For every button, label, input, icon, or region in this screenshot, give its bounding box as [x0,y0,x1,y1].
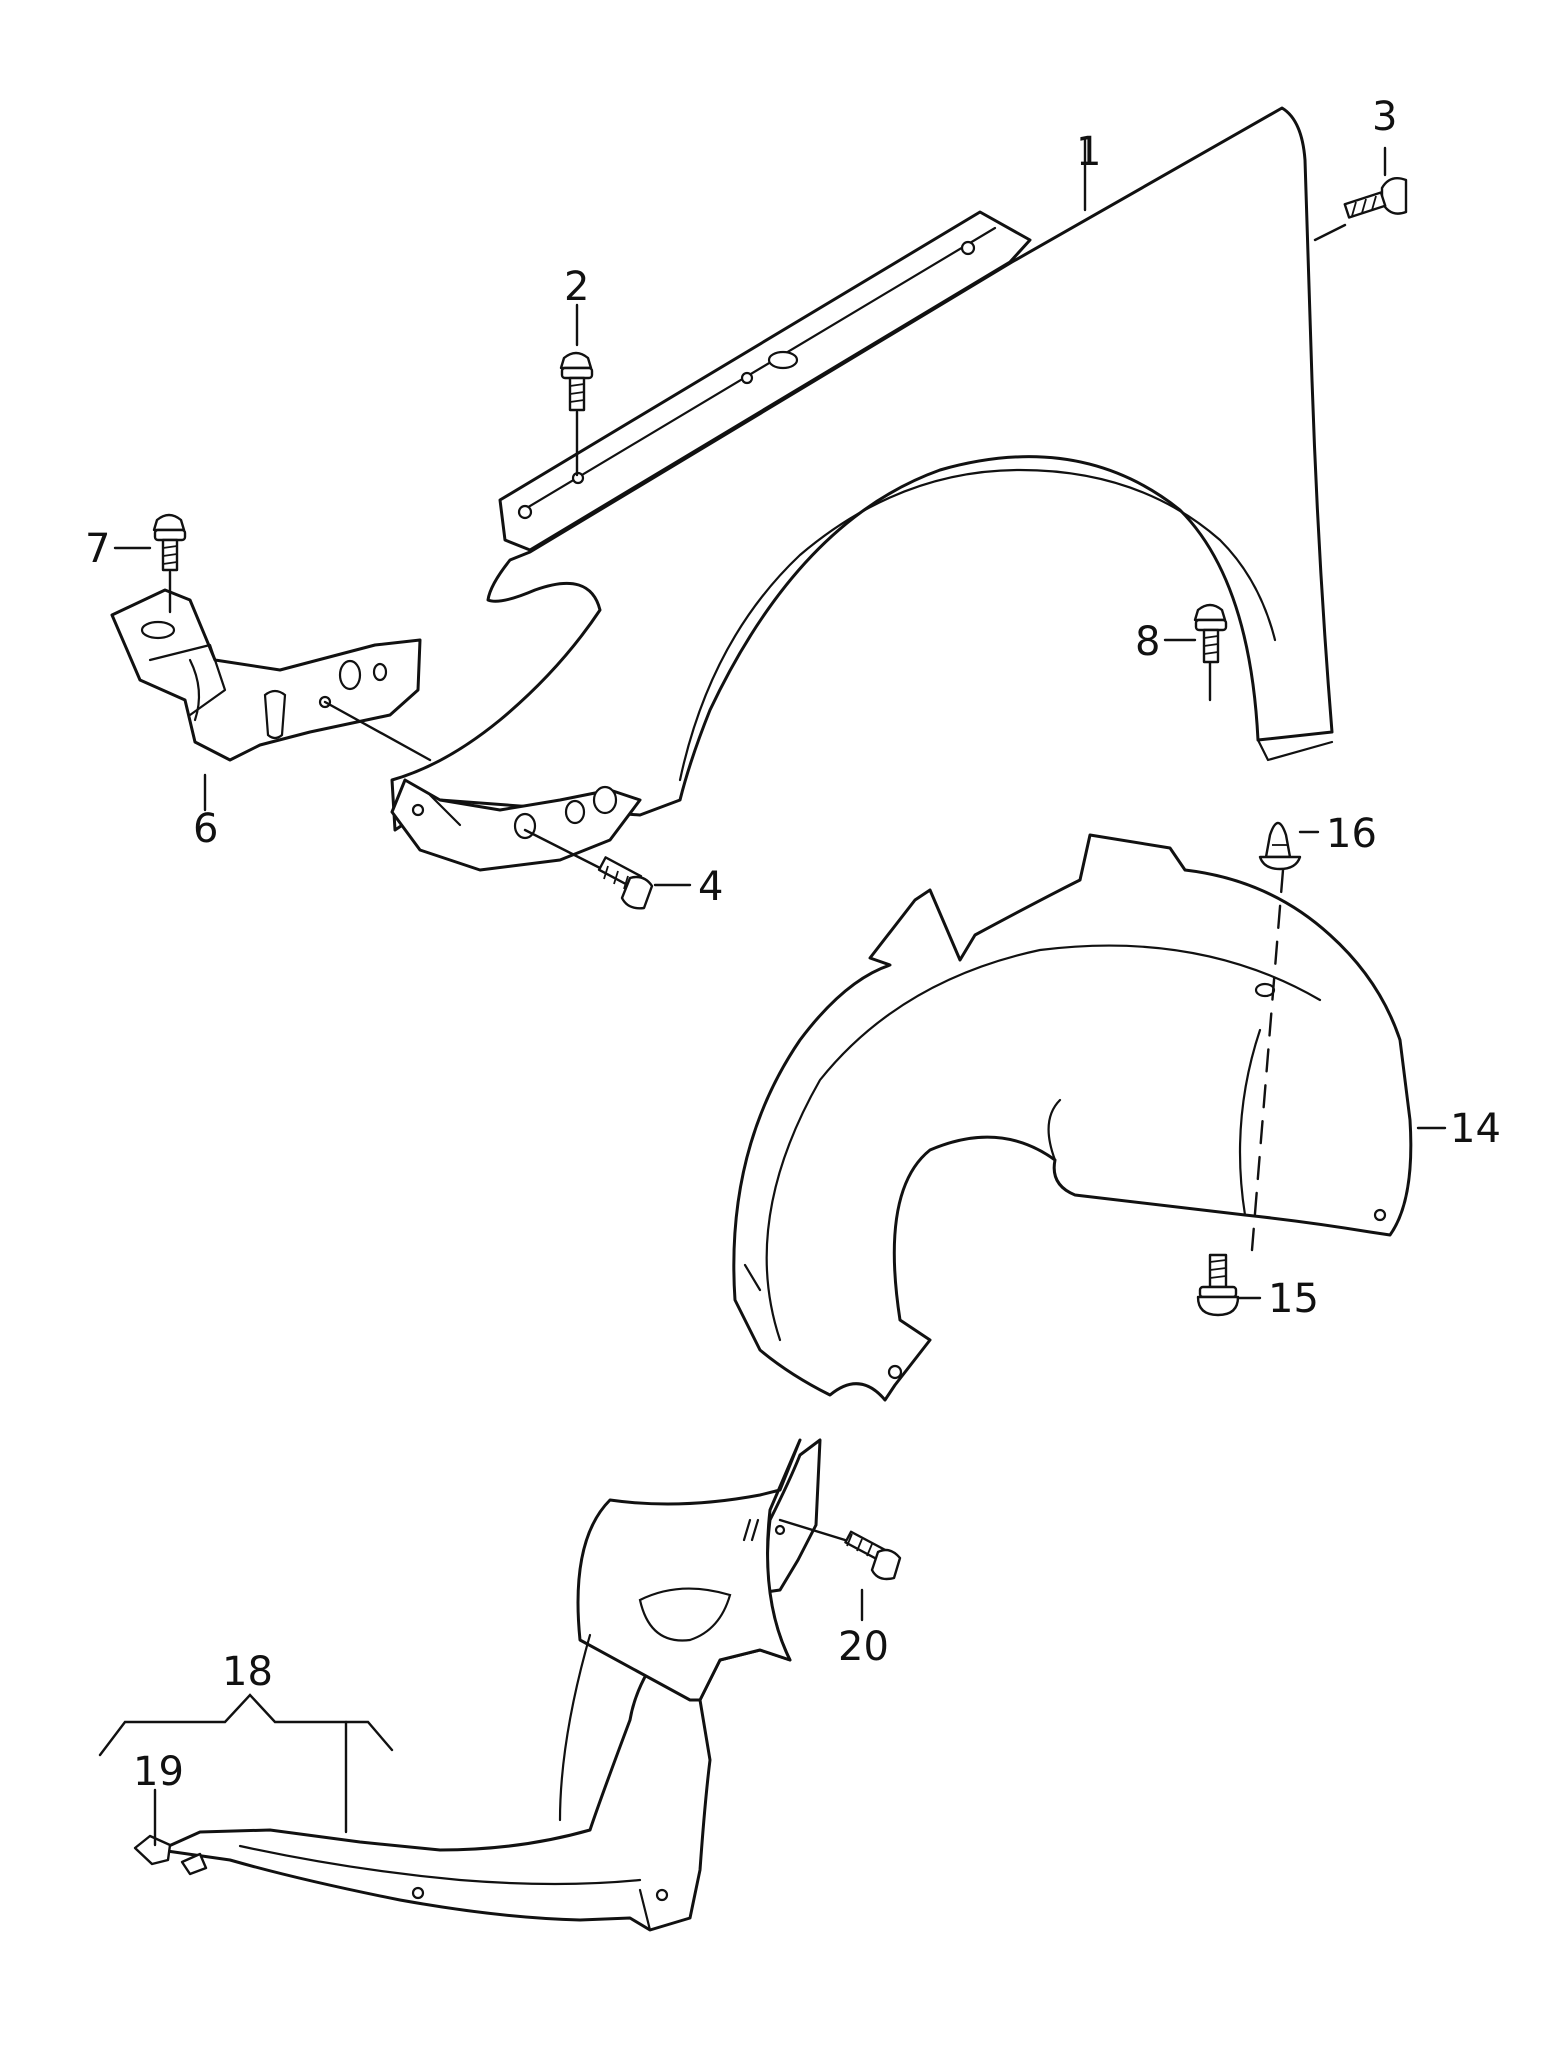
bolt-2 [559,351,594,412]
callout-2: 2 [564,264,589,310]
clip-16 [1258,821,1302,871]
callout-8: 8 [1135,619,1160,665]
underbody-liner [133,1438,822,1932]
bolt-3 [1343,177,1408,219]
clip-nut [133,1834,172,1866]
bolt-7 [152,513,187,572]
bolt-15 [1196,1253,1240,1317]
underbody-liner-upper [576,1438,802,1702]
callout-18: 18 [222,1649,273,1695]
callout-1: 1 [1076,129,1101,175]
callout-14: 14 [1450,1106,1501,1152]
callout-3: 3 [1372,94,1397,140]
callouts: 1 2 3 4 6 7 8 14 15 16 18 19 20 [85,94,1501,1795]
callout-6: 6 [193,806,218,852]
liner-body [732,833,1413,1402]
bracket [110,588,422,762]
bolt-8 [1193,603,1228,664]
callout-16: 16 [1326,811,1377,857]
callout-15: 15 [1268,1276,1319,1322]
callout-4: 4 [698,864,723,910]
bracket-body [110,588,422,762]
screw-20 [844,1530,902,1581]
wheel-housing-liner [732,833,1413,1402]
leader-lines [98,138,1447,1847]
callout-20: 20 [838,1624,889,1670]
fender [390,106,1334,872]
callout-7: 7 [85,526,110,572]
fender-body [390,106,1334,832]
bolt-4 [597,856,654,910]
callout-19: 19 [133,1749,184,1795]
